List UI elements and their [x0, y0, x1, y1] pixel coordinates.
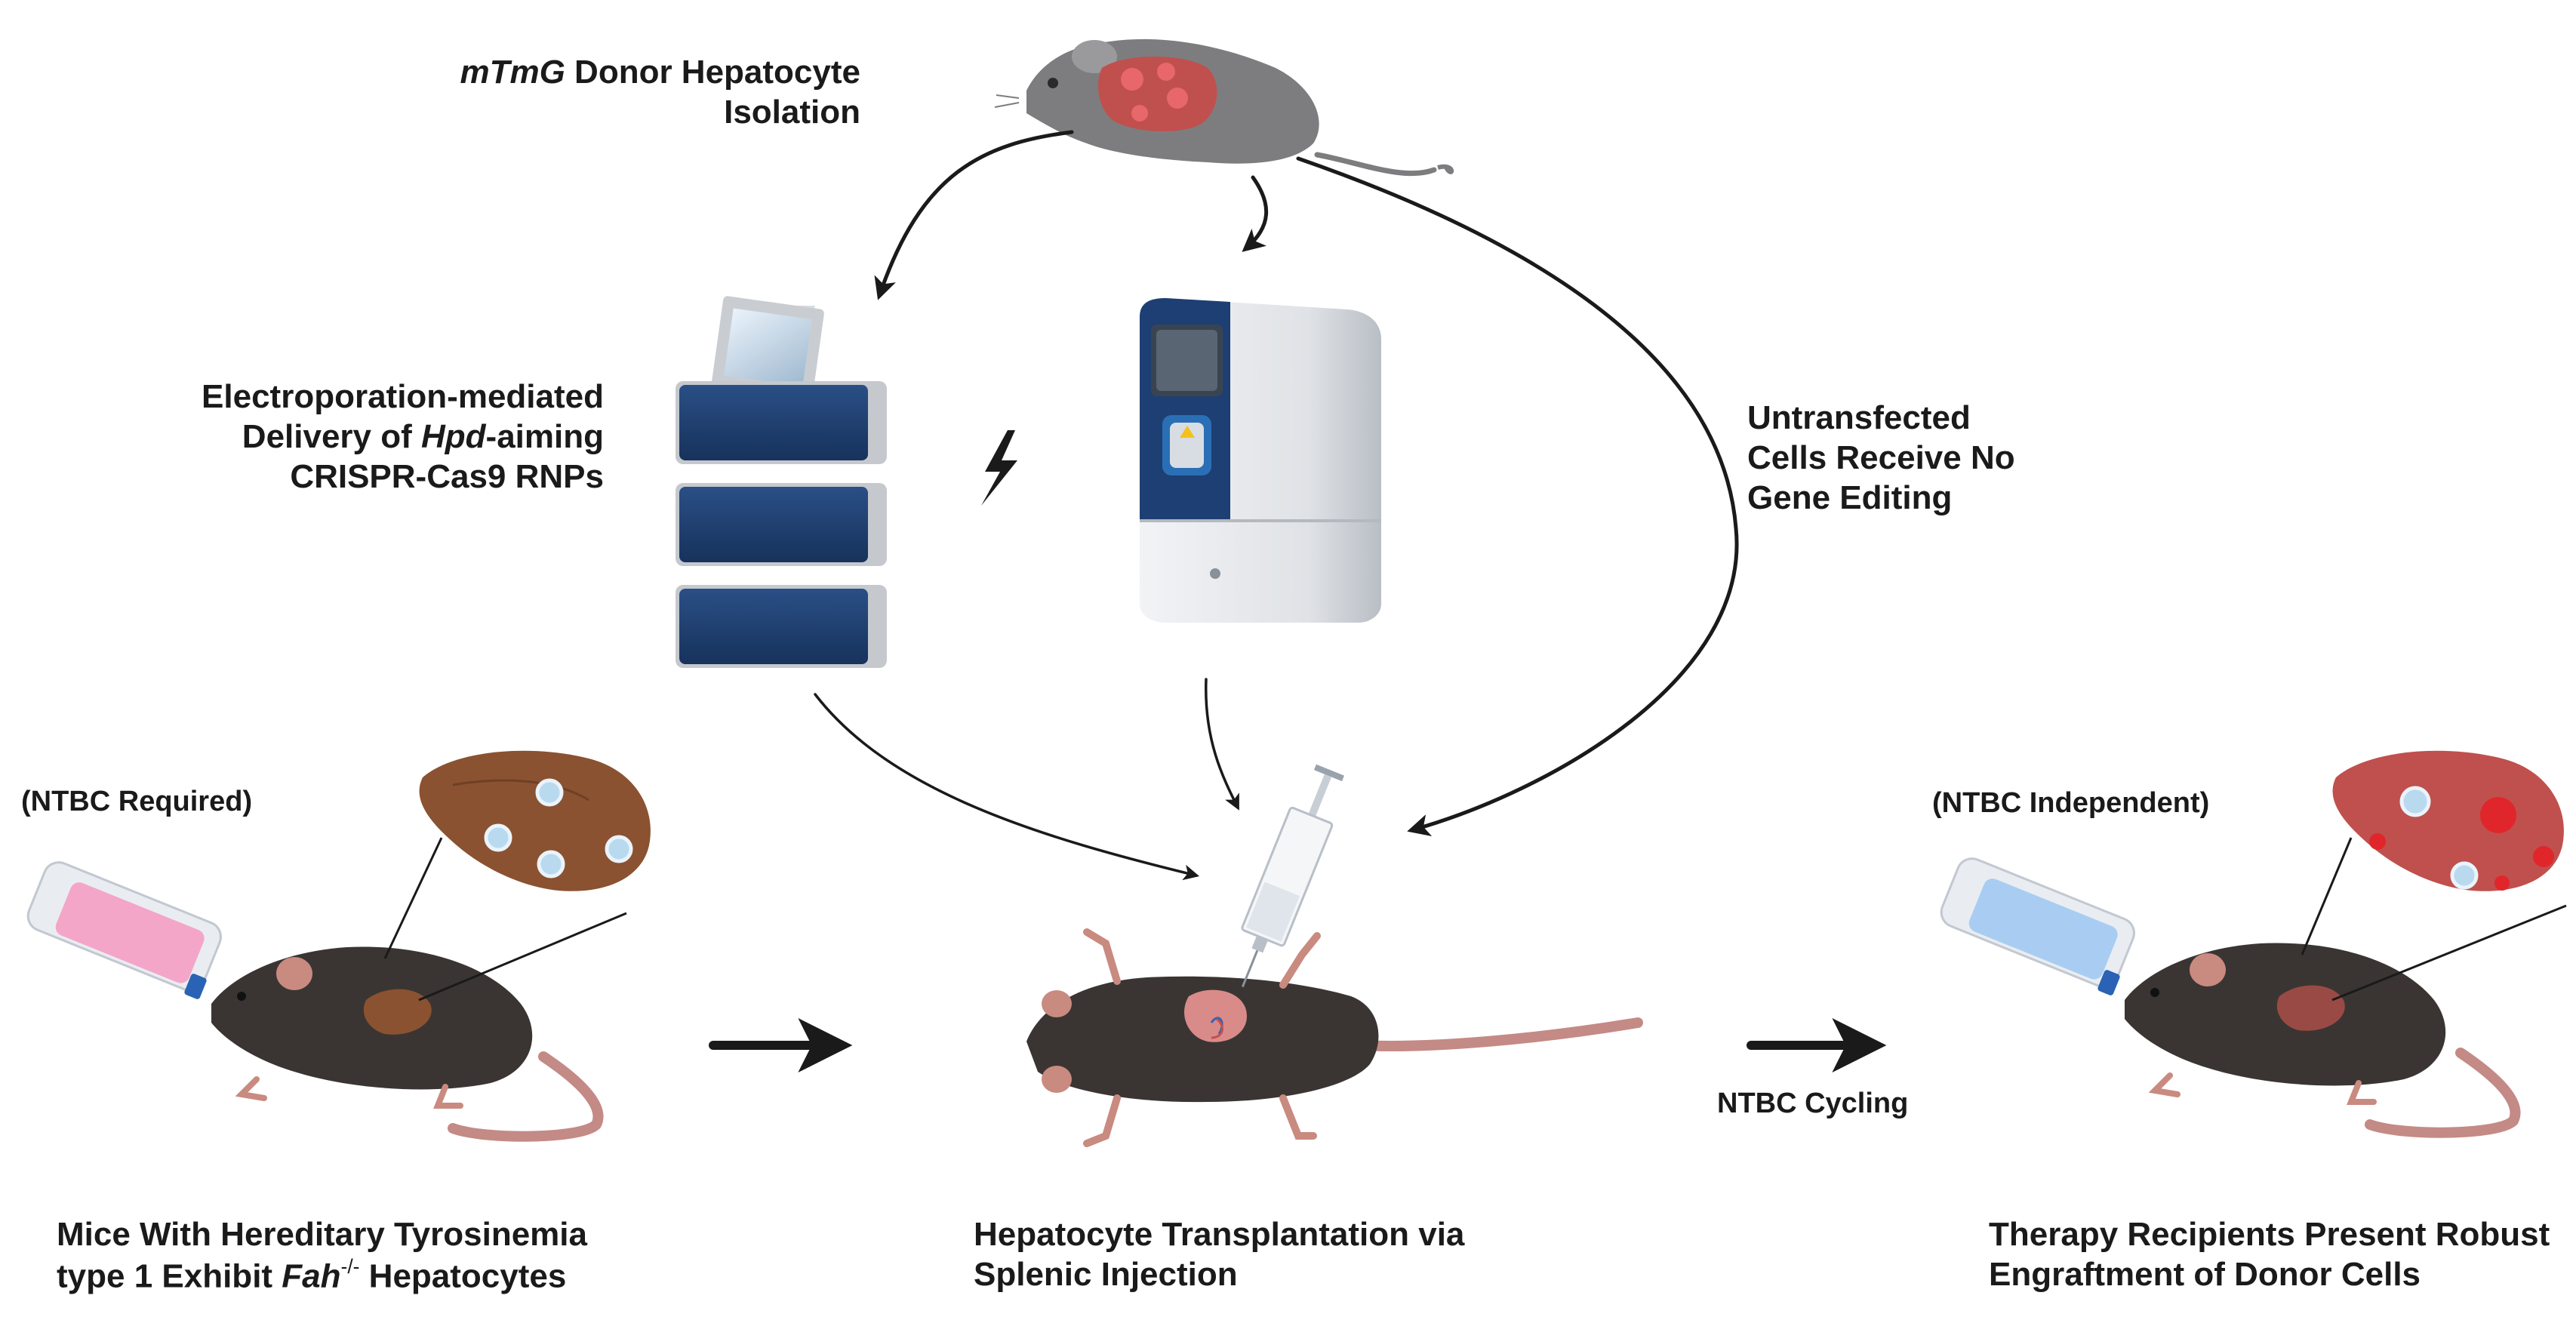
ntbc-cycling-label: NTBC Cycling — [1717, 1088, 1909, 1119]
arrow-donor-to-device — [1242, 175, 1269, 252]
mouse-icon — [1026, 928, 1643, 1147]
recipients-label: Therapy Recipients Present Robust Engraf… — [1989, 1216, 2550, 1293]
syringe-icon — [1241, 764, 1344, 988]
arrow-donor-to-injection — [1296, 156, 1739, 837]
ntbc-required-label: (NTBC Required) — [21, 786, 253, 817]
arrow-device-to-injection — [1205, 678, 1239, 811]
mouse-icon — [211, 946, 604, 1142]
donor-strain-name: mTmG — [460, 54, 565, 91]
electroporator-stack-icon — [676, 296, 887, 668]
donor-isolation-label: mTmG Donor Hepatocyte Isolation — [460, 54, 860, 131]
liver-icon — [2332, 750, 2564, 891]
arrow-electroporator-to-injection — [814, 693, 1200, 881]
donor-mouse-icon — [994, 38, 1454, 177]
water-bottle-icon — [26, 861, 222, 999]
liver-icon — [419, 750, 651, 891]
ht1-mice-label: Mice With Hereditary Tyrosinemia type 1 … — [57, 1216, 587, 1295]
water-bottle-icon — [1940, 857, 2135, 995]
arrow-donor-to-electroporator — [874, 130, 1074, 300]
electroporation-label: Electroporation-mediated Delivery of Hpd… — [202, 378, 604, 495]
electroporation-device-icon — [1140, 298, 1381, 623]
ntbc-independent-label: (NTBC Independent) — [1932, 787, 2210, 819]
untransfected-label: Untransfected Cells Receive No Gene Edit… — [1747, 399, 2015, 516]
transplantation-label: Hepatocyte Transplantation via Splenic I… — [974, 1216, 1465, 1293]
flow-arrows — [709, 130, 1887, 1072]
mouse-icon — [2125, 943, 2521, 1138]
lightning-bolt-icon — [981, 430, 1017, 506]
